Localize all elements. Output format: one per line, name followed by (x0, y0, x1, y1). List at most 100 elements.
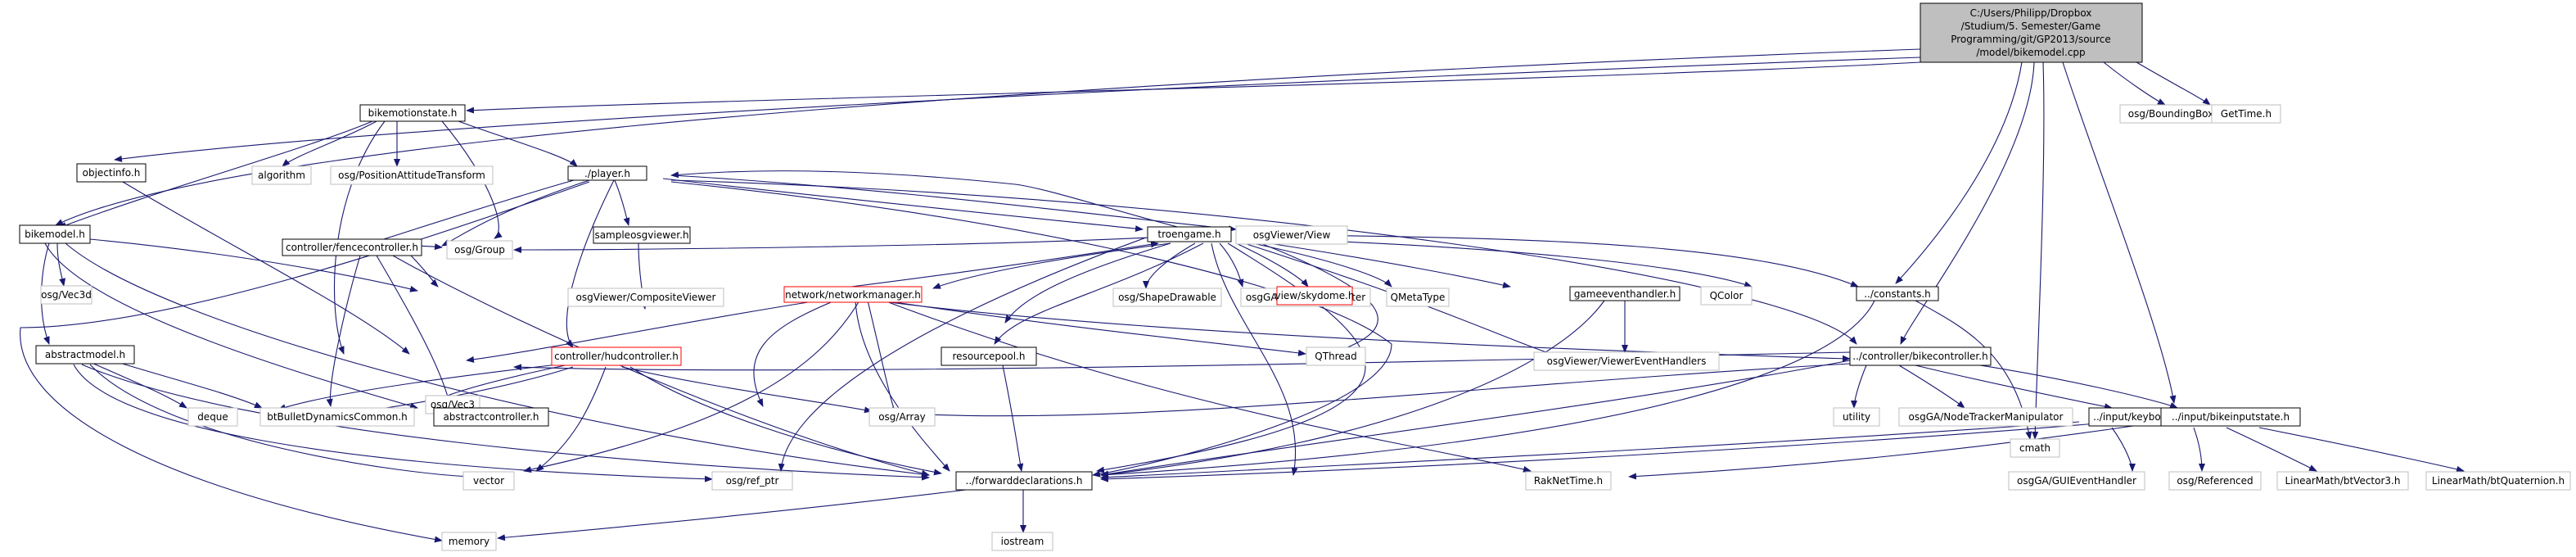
file-node-forwarddeclarations-h[interactable]: ../forwarddeclarations.h (955, 471, 1093, 491)
edge (2111, 427, 2136, 472)
file-node-memory[interactable]: memory (441, 532, 497, 551)
file-node-qcolor[interactable]: QColor (1700, 286, 1753, 306)
node-label: gameeventhandler.h (1574, 288, 1676, 300)
file-node-bikemodel-cpp[interactable]: C:/Users/Philipp/Dropbox /Studium/5. Sem… (1920, 2, 2143, 63)
file-node-resourcepool-h[interactable]: resourcepool.h (941, 346, 1037, 366)
edge (932, 242, 1171, 289)
file-node-linearmath-btquaternion-h[interactable]: LinearMath/btQuaternion.h (2425, 471, 2571, 491)
node-label: controller/hudcontroller.h (554, 351, 679, 362)
node-label: ../controller/bikecontroller.h (1852, 351, 1987, 362)
edge (523, 300, 860, 473)
node-label: vector (473, 475, 504, 487)
file-node-osgviewer-compositeviewer[interactable]: osgViewer/CompositeViewer (567, 288, 724, 307)
file-node-deque[interactable]: deque (187, 407, 238, 427)
node-label: algorithm (258, 170, 305, 181)
edge (1100, 300, 1605, 478)
file-node-osgga-nodetrackermanipulator[interactable]: osgGA/NodeTrackerManipulator (1898, 407, 2073, 427)
file-node-utility[interactable]: utility (1833, 407, 1880, 427)
edge (89, 361, 187, 409)
file-node-algorithm[interactable]: algorithm (251, 165, 312, 185)
file-node-network-networkmanager-h[interactable]: network/networkmanager.h (783, 286, 923, 303)
edge (670, 170, 1188, 230)
dependency-edges (20, 48, 2465, 543)
file-node-abstractmodel-h[interactable]: abstractmodel.h (35, 345, 135, 365)
file-node-osgviewer-viewereventhandlers[interactable]: osgViewer/ViewerEventHandlers (1533, 351, 1720, 371)
node-label: iostream (1001, 536, 1044, 547)
file-node-qthread[interactable]: QThread (1306, 346, 1366, 366)
node-label: osgGA/GUIEventHandler (2017, 475, 2136, 487)
file-node-osg-ref-ptr[interactable]: osg/ref_ptr (711, 471, 793, 491)
edge (1100, 300, 1875, 478)
edge (867, 300, 897, 414)
node-label: osg/PositionAttitudeTransform (338, 170, 485, 181)
file-node-btbulletdynamicscommon-h[interactable]: btBulletDynamicsCommon.h (259, 407, 415, 427)
file-node-view-skydome-h-visible[interactable]: view/skydome.h (1274, 286, 1355, 306)
edge (65, 242, 930, 478)
edge (1915, 365, 2113, 410)
edge (1235, 242, 1309, 288)
edge (1143, 242, 1196, 289)
file-node-troengame-h[interactable]: troengame.h (1147, 226, 1232, 242)
node-label: deque (197, 411, 228, 423)
node-label: LinearMath/btVector3.h (2285, 475, 2401, 487)
edge (376, 255, 452, 407)
file-node-controller-fencecontroller-h[interactable]: controller/fencecontroller.h (282, 238, 422, 256)
file-node-osgga-guieventhandler[interactable]: osgGA/GUIEventHandler (2008, 471, 2145, 491)
edge (114, 57, 1921, 162)
edge (1947, 360, 2178, 409)
file-node-player-h[interactable]: ./player.h (567, 165, 647, 181)
node-label: osg/Array (878, 411, 926, 423)
node-label-line: /Studium/5. Semester/Game (1961, 20, 2101, 32)
edge (1004, 242, 1171, 324)
file-node-gameeventhandler-h[interactable]: gameeventhandler.h (1569, 286, 1680, 301)
node-label: btBulletDynamicsCommon.h (267, 411, 408, 423)
file-node-bikemotionstate-h[interactable]: bikemotionstate.h (359, 104, 466, 122)
node-label: resourcepool.h (953, 351, 1026, 362)
file-node-osg-shapedrawable[interactable]: osg/ShapeDrawable (1112, 288, 1222, 307)
node-label: sampleosgviewer.h (594, 229, 688, 241)
file-node-bikemodel-h[interactable]: bikemodel.h (19, 224, 91, 244)
file-node-gettime-h[interactable]: GetTime.h (2211, 104, 2281, 124)
file-node-osg-boundingbox[interactable]: osg/BoundingBox (2119, 104, 2222, 124)
file-node-controller-bikecontroller-h[interactable]: ../controller/bikecontroller.h (1849, 346, 1992, 366)
node-label-line: C:/Users/Philipp/Dropbox (1970, 7, 2092, 19)
node-label: osg/Referenced (2177, 475, 2253, 487)
edge (1898, 365, 1965, 409)
edge (1276, 238, 1753, 288)
edge (855, 300, 950, 472)
file-node-osg-vec3d[interactable]: osg/Vec3d (40, 285, 92, 305)
edge (994, 242, 1204, 345)
file-node-controller-hudcontroller-h[interactable]: controller/hudcontroller.h (551, 346, 682, 366)
edge (621, 366, 873, 414)
file-node-abstractcontroller-h[interactable]: abstractcontroller.h (433, 407, 549, 427)
edge (1895, 61, 2023, 284)
file-node-osg-referenced[interactable]: osg/Referenced (2168, 471, 2262, 491)
node-label: memory (449, 536, 489, 547)
file-node-objectinfo-h[interactable]: objectinfo.h (76, 163, 147, 183)
node-label: QColor (1710, 290, 1744, 301)
edge (883, 300, 1306, 356)
edge (670, 174, 1237, 233)
file-node-input-bikeinputstate-h[interactable]: ../input/bikeinputstate.h (2160, 407, 2301, 427)
node-label: osg/ShapeDrawable (1118, 292, 1216, 303)
file-node-linearmath-btvector3-h[interactable]: LinearMath/btVector3.h (2276, 471, 2409, 491)
file-node-cmath-box[interactable]: cmath (2010, 438, 2060, 458)
file-node-qmetatype[interactable]: QMetaType (1386, 288, 1450, 307)
node-label: troengame.h (1157, 229, 1220, 240)
file-node-osg-group[interactable]: osg/Group (446, 240, 513, 260)
file-node-constants-h[interactable]: ../constants.h (1856, 286, 1939, 301)
file-node-osgviewer-view[interactable]: osgViewer/View (1235, 225, 1348, 245)
node-label: ./player.h (584, 168, 630, 179)
node-label: osg/BoundingBox (2128, 108, 2214, 120)
edge (513, 237, 1151, 253)
edge (2032, 61, 2045, 440)
file-node-sampleosgviewer-h[interactable]: sampleosgviewer.h (593, 226, 691, 244)
file-node-raknettime-h[interactable]: RakNetTime.h (1525, 471, 1612, 491)
file-node-iostream[interactable]: iostream (991, 532, 1053, 551)
file-node-vector[interactable]: vector (462, 471, 515, 491)
node-label-line: /model/bikemodel.cpp (1976, 47, 2085, 58)
file-node-osg-array[interactable]: osg/Array (868, 407, 936, 427)
edge (277, 363, 566, 410)
edge (466, 61, 1921, 114)
file-node-osg-positionattitudetransform[interactable]: osg/PositionAttitudeTransform (330, 165, 494, 185)
